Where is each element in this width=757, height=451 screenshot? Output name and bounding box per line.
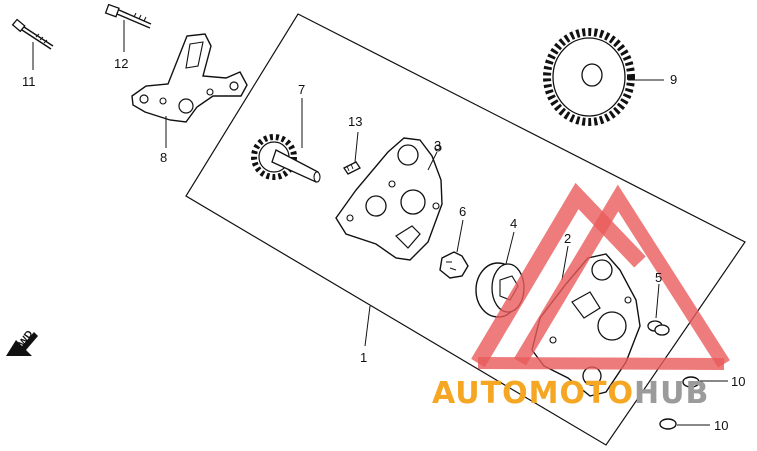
bolt-12 [104, 3, 152, 29]
label-part-11: 11 [22, 74, 36, 89]
forward-arrow [6, 332, 38, 356]
label-part-7: 7 [298, 82, 305, 97]
watermark-text-orange: AUTOMOTO [432, 376, 634, 411]
watermark-triangle-inner [513, 184, 730, 368]
watermark: AUTOMOTO HUB [432, 182, 730, 411]
sprocket-7 [251, 134, 321, 183]
o-ring-10b [659, 418, 677, 430]
label-part-3: 3 [434, 138, 441, 153]
label-part-2: 2 [564, 231, 571, 246]
label-part-10b: 10 [714, 418, 728, 433]
label-part-4: 4 [510, 216, 517, 231]
label-part-13: 13 [348, 114, 362, 129]
label-part-9: 9 [670, 72, 677, 87]
label-part-5: 5 [655, 270, 662, 285]
label-part-6: 6 [459, 204, 466, 219]
pump-cover-3 [335, 137, 443, 261]
label-part-8: 8 [160, 150, 167, 165]
label-part-1: 1 [360, 350, 367, 365]
dowel-5 [647, 320, 670, 336]
label-part-12: 12 [114, 56, 128, 71]
label-part-10a: 10 [731, 374, 745, 389]
bolt-11 [11, 18, 54, 50]
watermark-text-gray: HUB [634, 376, 709, 411]
assembly-outline [185, 13, 746, 446]
leader-lines [32, 20, 728, 426]
o-ring-10a [682, 376, 700, 388]
inner-rotor-6 [439, 251, 469, 279]
watermark-triangle-outer [471, 182, 646, 368]
gear-9 [543, 28, 635, 126]
pin-13 [343, 161, 361, 175]
bracket-8 [131, 33, 248, 123]
